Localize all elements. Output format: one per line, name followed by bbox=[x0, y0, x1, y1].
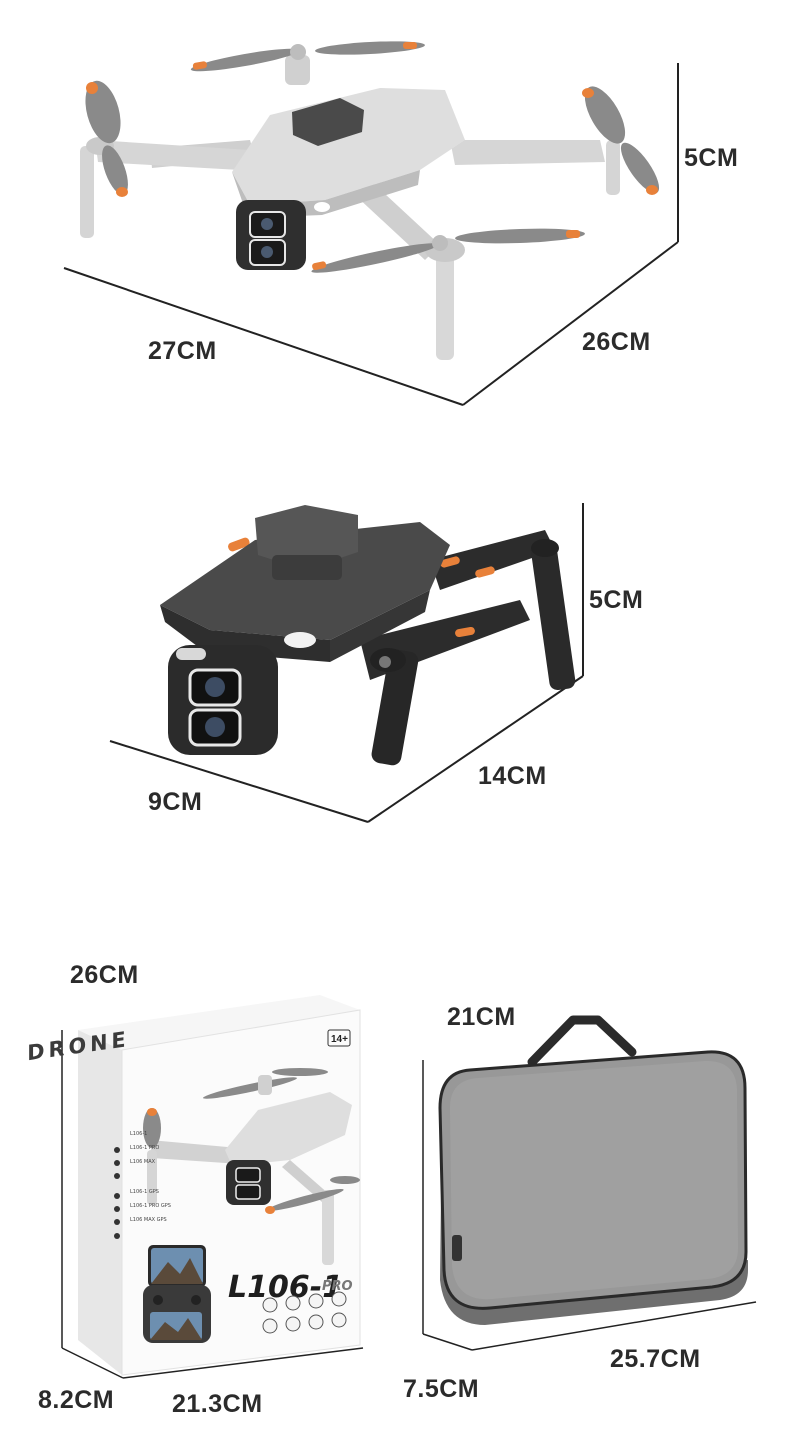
unfolded-drone-depth-label: 26CM bbox=[582, 328, 651, 356]
box-variant-4: L106-1 GPS bbox=[130, 1189, 159, 1195]
unfolded-drone-width-label: 27CM bbox=[148, 337, 217, 365]
folded-drone-depth-label: 14CM bbox=[478, 762, 547, 790]
unfolded-drone-height-label: 5CM bbox=[684, 144, 739, 172]
carry-case-top-label: 21CM bbox=[447, 1003, 516, 1031]
carry-case-illustration bbox=[422, 1015, 757, 1351]
retail-box-height-label: 8.2CM bbox=[38, 1386, 115, 1414]
retail-box-dimension-lines bbox=[61, 1030, 364, 1379]
carry-case-dimension-lines bbox=[422, 1060, 757, 1351]
folded-drone-illustration bbox=[109, 503, 584, 823]
box-variant-5: L106-1 PRO GPS bbox=[130, 1203, 171, 1209]
box-variant-3: L106 MAX bbox=[130, 1159, 156, 1165]
box-feature-icons bbox=[262, 1291, 347, 1334]
folded-drone-dimension-lines bbox=[109, 503, 584, 823]
folded-drone-width-label: 9CM bbox=[148, 788, 203, 816]
box-model-name: L106-1 bbox=[228, 1270, 343, 1305]
carry-case-height-label: 7.5CM bbox=[403, 1375, 480, 1403]
retail-box-width-label: 21.3CM bbox=[172, 1390, 263, 1418]
carry-case-width-label: 25.7CM bbox=[610, 1345, 701, 1373]
box-variant-6: L106 MAX GPS bbox=[130, 1217, 167, 1223]
unfolded-drone-illustration bbox=[63, 41, 679, 406]
box-variant-2: L106-1 PRO bbox=[130, 1145, 159, 1151]
box-variant-1: L106-1 bbox=[130, 1131, 147, 1137]
box-model-suffix: PRO bbox=[322, 1279, 353, 1294]
box-age-rating: 14+ bbox=[331, 1034, 348, 1045]
retail-box-illustration: DRONE 14+ L106-1 L106-1 PRO L1 bbox=[27, 995, 364, 1379]
folded-drone-height-label: 5CM bbox=[589, 586, 644, 614]
retail-box-top-label: 26CM bbox=[70, 961, 139, 989]
unfolded-drone-dimension-lines bbox=[63, 63, 679, 406]
box-variant-list: L106-1 L106-1 PRO L106 MAX L106-1 GPS L1… bbox=[114, 1131, 171, 1239]
